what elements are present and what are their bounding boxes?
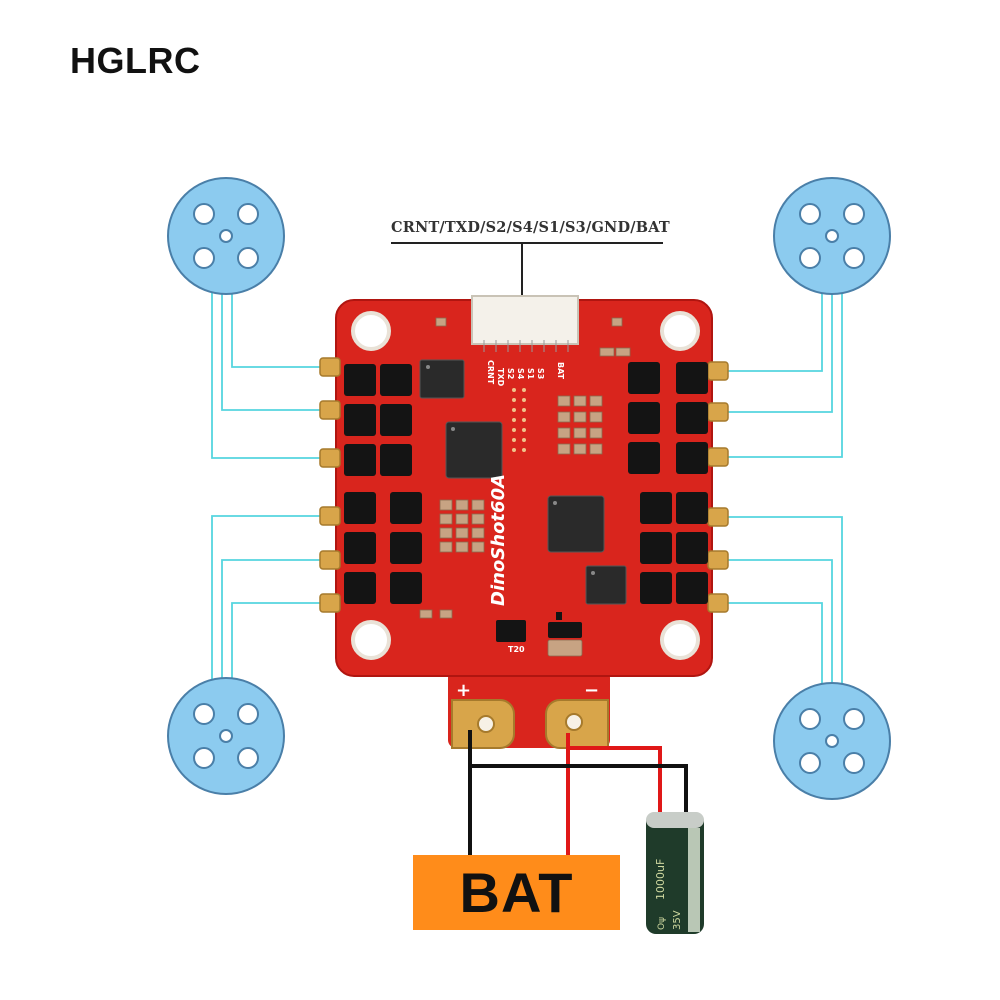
capacitor-text-1000uf: 1000uF xyxy=(654,859,667,900)
silk-pin-crnt: CRNT xyxy=(486,360,495,385)
silk-pin-s1: S1 xyxy=(526,368,535,380)
motor-bottom-left xyxy=(167,677,285,795)
pad-plus-label: + xyxy=(456,680,471,701)
power-wires xyxy=(468,730,688,855)
esc-board: CRNT TXD S2 S4 S1 S3 BAT DinoShot60A T20… xyxy=(319,295,729,749)
battery-label: BAT xyxy=(459,861,574,924)
silk-pin-txd: TXD xyxy=(496,368,505,387)
battery-box: BAT xyxy=(413,855,620,930)
connector-pinout-label: CRNT/TXD/S2/S4/S1/S3/GND/BAT xyxy=(391,219,670,236)
motor-bottom-right xyxy=(773,682,891,800)
motor-wires xyxy=(211,290,843,684)
silk-pin-s2: S2 xyxy=(506,368,515,379)
capacitor: 1000uF 35V Oψ xyxy=(646,812,704,934)
silk-pin-bat: BAT xyxy=(556,362,565,380)
pad-minus-label: − xyxy=(584,680,599,701)
silk-ref: T20 xyxy=(508,645,525,654)
capacitor-text-35v: 35V xyxy=(672,910,683,930)
motor-top-right xyxy=(773,177,891,295)
silk-pin-s4: S4 xyxy=(516,368,525,380)
board-model-label: DinoShot60A xyxy=(488,474,509,606)
motor-top-left xyxy=(167,177,285,295)
silk-pin-s3: S3 xyxy=(536,368,545,379)
brand-logo-text: HGLRC xyxy=(70,40,201,81)
capacitor-text-extra: Oψ xyxy=(657,917,667,930)
